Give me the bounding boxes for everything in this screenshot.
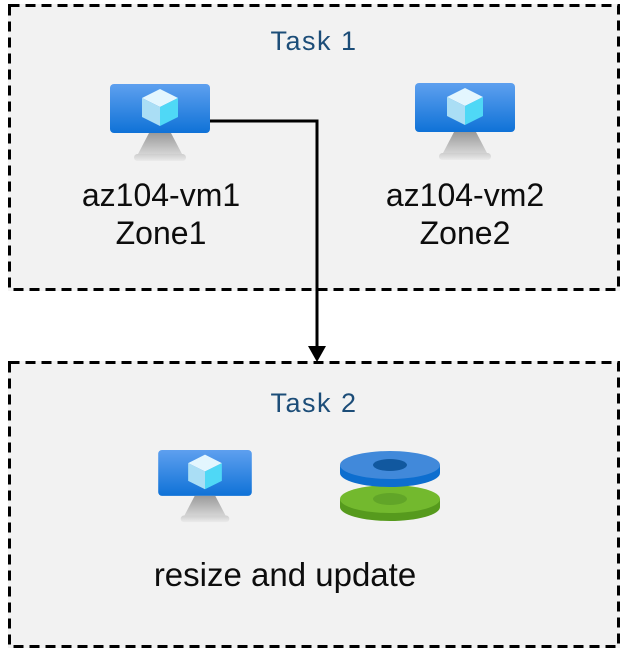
- task2-box: Task 2: [8, 361, 620, 648]
- vm1-name: az104-vm1: [81, 177, 241, 213]
- task2-title: Task 2: [270, 388, 358, 418]
- virtual-machine-icon: [110, 84, 210, 161]
- task1-title: Task 1: [270, 26, 358, 56]
- disks-group: [338, 446, 442, 527]
- vm2-group: [415, 83, 515, 166]
- vm1-zone: Zone1: [115, 215, 207, 251]
- vm2-name: az104-vm2: [385, 177, 545, 213]
- disks-icon: [340, 451, 440, 521]
- task1-box: Task 1 az104-vm1 Zone1: [8, 4, 620, 291]
- vm1-group: [110, 84, 210, 167]
- virtual-machine-icon: [158, 450, 252, 523]
- vm2-label: az104-vm2 Zone2: [325, 176, 605, 252]
- task2-caption: resize and update: [153, 556, 417, 593]
- vm1-label: az104-vm1 Zone1: [21, 176, 301, 252]
- task2-vm-group: [158, 450, 252, 528]
- vm2-zone: Zone2: [419, 215, 511, 251]
- virtual-machine-icon: [415, 83, 515, 160]
